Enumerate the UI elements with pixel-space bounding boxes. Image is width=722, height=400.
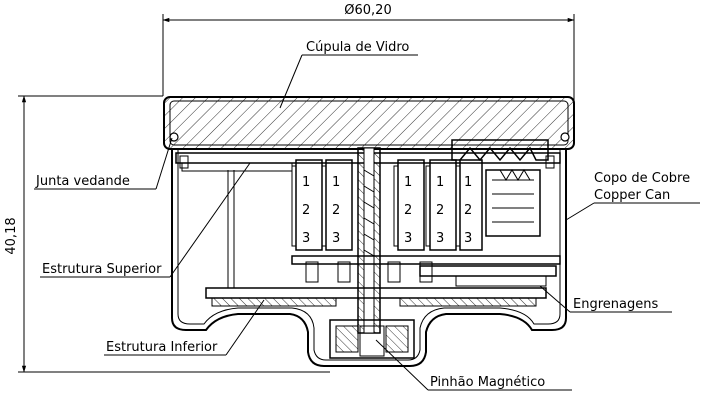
label-glass-dome: Cúpula de Vidro (279, 40, 418, 109)
label-lower-structure: Estrutura Inferior (104, 299, 265, 356)
magnetic-pinion-text: Pinhão Magnético (430, 375, 545, 390)
glass-dome-text: Cúpula de Vidro (306, 40, 409, 55)
diameter-dimension: Ø60,20 (162, 3, 575, 100)
wheel-2-digit-1: 1 (332, 175, 340, 190)
wheel-2-digit-3: 3 (332, 231, 340, 246)
upper-structure-text: Estrutura Superior (42, 262, 162, 277)
wheel-5-digit-1: 1 (464, 175, 472, 190)
wheel-1-digit-3: 3 (302, 231, 310, 246)
magnetic-pinion (329, 319, 415, 359)
label-magnetic-pinion: Pinhão Magnético (375, 339, 572, 391)
height-value: 40,18 (4, 217, 19, 254)
height-dimension: 40,18 (4, 95, 330, 373)
central-shaft (357, 147, 381, 334)
wheel-1: 1 2 3 (291, 159, 323, 251)
copper-can-body (171, 150, 567, 367)
wheel-5: 1 2 3 (455, 159, 483, 251)
counter-wheels: 1 2 3 1 2 3 1 2 3 1 2 3 1 (291, 159, 483, 251)
copper-can-en-text: Copper Can (594, 188, 670, 203)
label-upper-structure: Estrutura Superior (40, 162, 251, 278)
wheel-4-digit-3: 3 (436, 231, 444, 246)
wheel-2-digit-2: 2 (332, 203, 340, 218)
wheel-4-digit-2: 2 (436, 203, 444, 218)
gear-block-right (451, 139, 549, 237)
wheel-5-digit-3: 3 (464, 231, 472, 246)
seal-text: Junta vedande (35, 174, 130, 189)
wheel-2: 1 2 3 (321, 159, 353, 251)
seal-ring-right (560, 132, 570, 142)
wheel-3: 1 2 3 (393, 159, 425, 251)
copper-can-pt-text: Copo de Cobre (594, 171, 690, 186)
wheel-3-digit-3: 3 (404, 231, 412, 246)
wheel-4: 1 2 3 (425, 159, 457, 251)
wheel-1-digit-1: 1 (302, 175, 310, 190)
wheel-3-digit-2: 2 (404, 203, 412, 218)
lower-structure-text: Estrutura Inferior (106, 340, 218, 355)
wheel-4-digit-1: 1 (436, 175, 444, 190)
label-gears: Engrenagens (539, 285, 672, 313)
wheel-1-digit-2: 2 (302, 203, 310, 218)
label-seal: Junta vedande (34, 137, 173, 190)
wheel-3-digit-1: 1 (404, 175, 412, 190)
glass-dome (163, 96, 575, 150)
diameter-value: Ø60,20 (344, 3, 391, 18)
label-copper-can: Copo de Cobre Copper Can (565, 171, 700, 221)
lower-structure (205, 287, 547, 307)
gears-text: Engrenagens (573, 297, 658, 312)
wheel-5-digit-2: 2 (464, 203, 472, 218)
gear-train (291, 255, 561, 287)
